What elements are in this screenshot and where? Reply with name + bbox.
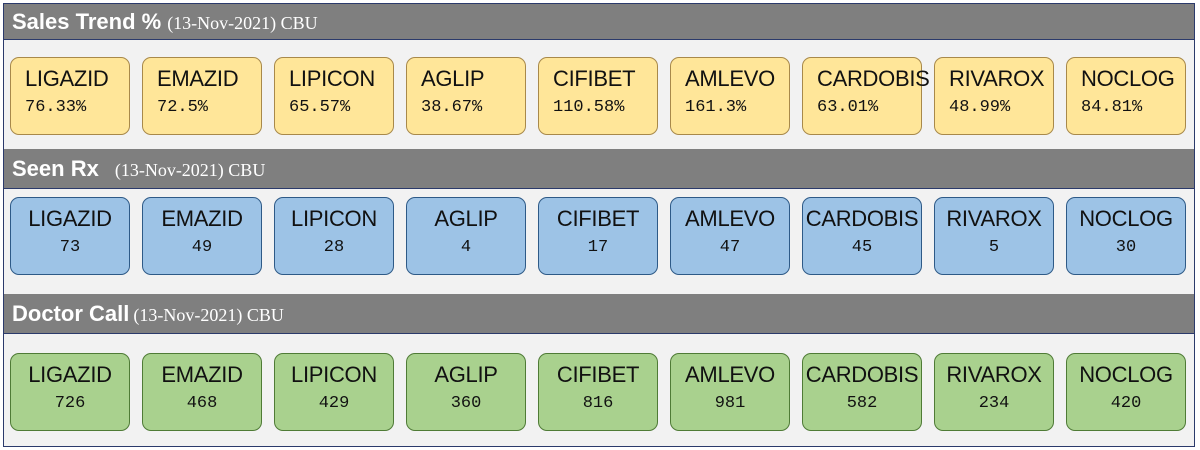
kpi-card-amlevo: AMLEVO 47 [670,197,790,275]
kpi-card-noclog: NOCLOG 420 [1066,353,1186,431]
card-name: LIGAZID [28,362,112,387]
card-value: 360 [450,394,482,413]
section-subtitle: (13-Nov-2021) CBU [114,160,266,180]
kpi-card-ligazid: LIGAZID 76.33% [10,57,130,135]
card-value: 73 [59,238,81,257]
card-value: 981 [714,394,746,413]
card-value: 49 [191,238,213,257]
card-name: NOCLOG [1079,206,1173,231]
card-value: 28 [323,238,345,257]
kpi-card-emazid: EMAZID 72.5% [142,57,262,135]
card-value: 47 [719,238,741,257]
card-value: 468 [186,394,218,413]
kpi-card-lipicon: LIPICON 65.57% [274,57,394,135]
card-name: CIFIBET [556,206,640,231]
kpi-card-amlevo: AMLEVO 981 [670,353,790,431]
kpi-card-noclog: NOCLOG 84.81% [1066,57,1186,135]
card-name: AGLIP [421,66,485,91]
card-name: LIPICON [291,206,377,231]
kpi-card-cifibet: CIFIBET 17 [538,197,658,275]
kpi-card-cifibet: CIFIBET 110.58% [538,57,658,135]
card-name: AMLEVO [685,66,775,91]
section-subtitle: (13-Nov-2021) CBU [167,13,318,33]
kpi-card-amlevo: AMLEVO 161.3% [670,57,790,135]
card-value: 84.81% [1081,98,1143,117]
card-value: 582 [846,394,878,413]
card-value: 4 [460,238,472,257]
card-value: 48.99% [949,98,1011,117]
seen-rx-header: Seen Rx (13-Nov-2021) CBU [4,149,1194,189]
card-name: NOCLOG [1081,66,1175,91]
card-name: CARDOBIS [805,206,919,231]
doctor-call-row: LIGAZID 726 EMAZID 468 LIPICON 429 AGLIP 360… [10,353,1194,431]
kpi-card-emazid: EMAZID 49 [142,197,262,275]
card-value: 45 [851,238,873,257]
kpi-card-noclog: NOCLOG 30 [1066,197,1186,275]
kpi-card-lipicon: LIPICON 28 [274,197,394,275]
card-name: EMAZID [161,206,243,231]
card-value: 161.3% [685,98,747,117]
kpi-card-cifibet: CIFIBET 816 [538,353,658,431]
card-value: 38.67% [421,98,483,117]
card-name: CIFIBET [556,362,640,387]
card-value: 234 [978,394,1010,413]
kpi-card-rivarox: RIVAROX 5 [934,197,1054,275]
card-value: 30 [1115,238,1137,257]
card-name: LIPICON [289,66,375,91]
card-name: CARDOBIS [817,66,930,91]
sales-trend-header: Sales Trend %(13-Nov-2021) CBU [4,4,1194,40]
card-name: RIVAROX [946,206,1042,231]
kpi-card-lipicon: LIPICON 429 [274,353,394,431]
card-name: LIPICON [291,362,377,387]
card-value: 429 [318,394,350,413]
kpi-card-cardobis: CARDOBIS 45 [802,197,922,275]
card-name: LIGAZID [25,66,109,91]
card-value: 76.33% [25,98,87,117]
card-name: RIVAROX [949,66,1045,91]
card-name: CIFIBET [553,66,636,91]
kpi-card-aglip: AGLIP 360 [406,353,526,431]
card-name: AGLIP [434,206,498,231]
kpi-card-ligazid: LIGAZID 73 [10,197,130,275]
kpi-card-cardobis: CARDOBIS 582 [802,353,922,431]
section-subtitle: (13-Nov-2021) CBU [133,305,284,325]
card-name: NOCLOG [1079,362,1173,387]
kpi-card-aglip: AGLIP 38.67% [406,57,526,135]
section-title: Sales Trend % [12,9,162,34]
card-name: LIGAZID [28,206,112,231]
kpi-card-aglip: AGLIP 4 [406,197,526,275]
card-value: 65.57% [289,98,351,117]
card-value: 816 [582,394,614,413]
card-name: CARDOBIS [805,362,919,387]
card-value: 420 [1110,394,1142,413]
card-value: 72.5% [157,98,209,117]
card-value: 110.58% [553,98,625,117]
card-name: AGLIP [434,362,498,387]
section-title: Seen Rx [12,156,99,181]
card-value: 63.01% [817,98,879,117]
section-title: Doctor Call [12,301,130,326]
card-value: 726 [54,394,86,413]
card-value: 17 [587,238,609,257]
card-name: EMAZID [161,362,243,387]
card-name: RIVAROX [946,362,1042,387]
kpi-card-rivarox: RIVAROX 48.99% [934,57,1054,135]
doctor-call-header: Doctor Call(13-Nov-2021) CBU [4,294,1194,334]
card-value: 5 [988,238,1000,257]
card-name: EMAZID [157,66,239,91]
card-name: AMLEVO [685,362,775,387]
kpi-card-ligazid: LIGAZID 726 [10,353,130,431]
kpi-card-cardobis: CARDOBIS 63.01% [802,57,930,135]
kpi-card-rivarox: RIVAROX 234 [934,353,1054,431]
seen-rx-row: LIGAZID 73 EMAZID 49 LIPICON 28 AGLIP 4 CIFI… [10,197,1194,275]
kpi-card-emazid: EMAZID 468 [142,353,262,431]
card-name: AMLEVO [685,206,775,231]
